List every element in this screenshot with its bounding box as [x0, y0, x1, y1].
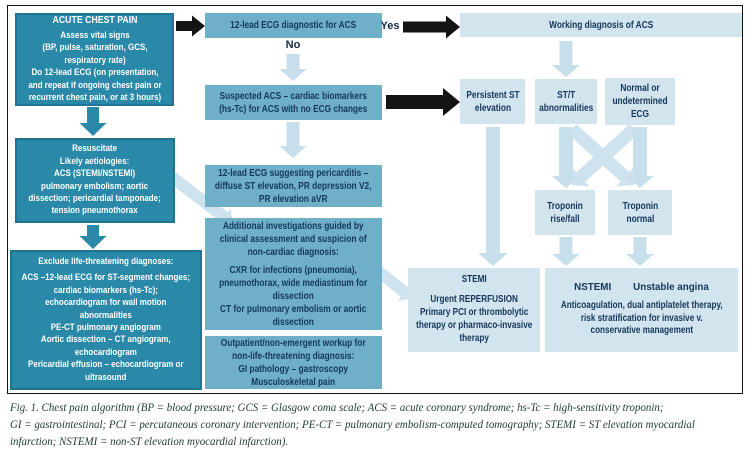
- node-body: Troponin normal: [622, 200, 658, 225]
- node-title: Exclude life-threatening diagnoses:: [38, 255, 174, 267]
- node-title-unstable-angina: Unstable angina: [633, 281, 709, 293]
- node-body: Resuscitate Likely aetiologies: ACS (STE…: [28, 143, 162, 217]
- label-yes: Yes: [380, 20, 400, 32]
- node-body: Urgent REPERFUSION Primary PCI or thromb…: [415, 294, 533, 344]
- node-additional-investigations: Additional investigations guided by clin…: [205, 218, 382, 330]
- node-title-nstemi: NSTEMI: [574, 281, 612, 293]
- label-no: No: [285, 39, 301, 51]
- node-working-diagnosis: Working diagnosis of ACS: [460, 13, 742, 37]
- node-exclude-life-threatening: Exclude life-threatening diagnoses: ACS …: [10, 250, 202, 390]
- node-stt-abnormalities: ST/T abnormalities: [535, 79, 597, 124]
- node-body: 12-lead ECG suggesting pericarditis – di…: [215, 167, 372, 205]
- node-title: STEMI: [461, 274, 487, 286]
- figure-caption-text: Fig. 1. Chest pain algorithm (BP = blood…: [10, 400, 695, 449]
- node-outpatient-workup: Outpatient/non-emergent workup for non-l…: [205, 336, 382, 389]
- node-pericarditis: 12-lead ECG suggesting pericarditis – di…: [205, 165, 382, 207]
- node-body: Suspected ACS – cardiac biomarkers (hs-T…: [219, 90, 368, 115]
- node-normal-undetermined-ecg: Normal or undetermined ECG: [605, 78, 675, 125]
- node-body: CXR for infections (pneumonia), pneumoth…: [219, 264, 368, 328]
- node-title: ACUTE CHEST PAIN: [52, 14, 137, 27]
- node-resuscitate: Resuscitate Likely aetiologies: ACS (STE…: [15, 138, 175, 223]
- node-body: Assess vital signs (BP, pulse, saturatio…: [27, 29, 162, 104]
- node-body: 12-lead ECG diagnostic for ACS: [230, 20, 357, 31]
- node-body: ACS –12-lead ECG for ST-segment changes;…: [21, 272, 191, 383]
- node-body: Outpatient/non-emergent workup for non-l…: [221, 337, 366, 388]
- node-suspected-acs: Suspected ACS – cardiac biomarkers (hs-T…: [205, 85, 382, 120]
- node-ecg-diagnostic: 12-lead ECG diagnostic for ACS: [205, 13, 382, 38]
- node-body: Working diagnosis of ACS: [548, 19, 654, 31]
- node-stemi: STEMI Urgent REPERFUSION Primary PCI or …: [408, 268, 540, 352]
- node-body: Persistent ST elevation: [465, 89, 520, 114]
- node-acute-chest-pain: ACUTE CHEST PAIN Assess vital signs (BP,…: [15, 13, 174, 106]
- node-body: Additional investigations guided by clin…: [220, 220, 367, 258]
- node-troponin-normal: Troponin normal: [608, 190, 672, 235]
- node-body: Troponin rise/fall: [547, 200, 583, 225]
- node-troponin-rise-fall: Troponin rise/fall: [535, 190, 595, 235]
- node-body: Normal or undetermined ECG: [612, 83, 668, 120]
- figure-caption: Fig. 1. Chest pain algorithm (BP = blood…: [10, 399, 746, 450]
- node-body: ST/T abnormalities: [538, 89, 594, 114]
- node-body: Anticoagulation, dual antiplatelet thera…: [560, 299, 723, 337]
- node-persistent-st-elevation: Persistent ST elevation: [460, 79, 525, 124]
- node-nstemi-unstable-angina: NSTEMI Unstable angina Anticoagulation, …: [545, 268, 738, 352]
